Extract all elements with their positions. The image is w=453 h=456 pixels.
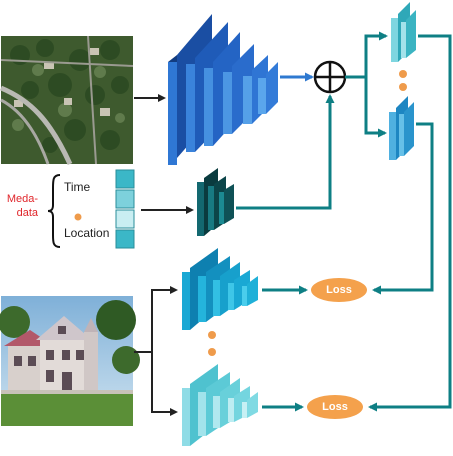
arrow-street-input (134, 290, 176, 352)
loss-bottom-label: Loss (307, 402, 363, 413)
metadata-label-line1: Meda- (2, 194, 38, 205)
output-ellipsis (399, 70, 407, 91)
output-head-bottom (389, 96, 414, 160)
metadata-vector (116, 170, 134, 248)
arrow-head-top-to-loss (370, 36, 450, 407)
street-view-image (0, 296, 140, 426)
aerial-cnn-encoder (168, 14, 278, 165)
metadata-item-time: Time (64, 181, 90, 193)
arrow-street-input-bottom (152, 352, 176, 412)
output-head-top (391, 2, 416, 62)
arrow-combine-to-heads (345, 36, 386, 77)
aerial-image (1, 36, 133, 164)
street-cnn-bottom (182, 364, 258, 446)
metadata-item-location: Location (64, 227, 109, 239)
metadata-brace (48, 175, 60, 247)
street-cnn-top (182, 248, 258, 330)
metadata-label-line2: data (2, 208, 38, 219)
street-ellipsis (208, 331, 216, 356)
loss-top-label: Loss (311, 285, 367, 296)
metadata-item-dot (75, 214, 82, 221)
metadata-encoder (197, 168, 234, 236)
arrow-combine-to-head-bottom (366, 77, 385, 133)
circle-plus-icon (315, 62, 345, 92)
